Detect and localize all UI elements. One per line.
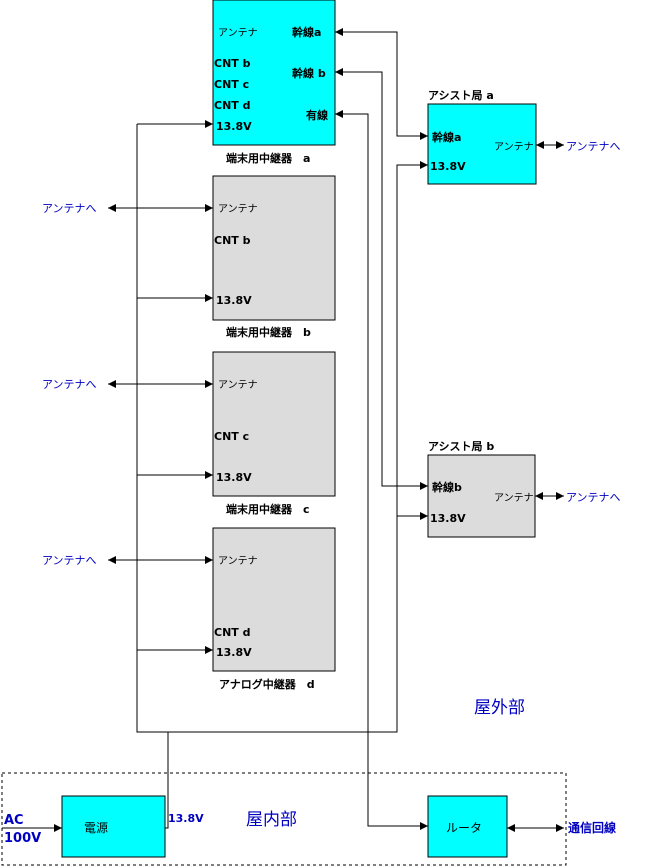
rep-c-cnt: CNT c [214, 430, 249, 443]
rep-b-to-antenna: アンテナへ [42, 202, 97, 215]
rep-a-trunk-a-label: 幹線a [292, 25, 321, 39]
comm-line-label: 通信回線 [568, 820, 616, 835]
power-label: 電源 [84, 821, 108, 835]
assist-b-antenna-label: アンテナ [494, 492, 534, 504]
indoor-boundary [1, 772, 567, 866]
rep-b-cnt: CNT b [214, 234, 251, 247]
rep-a-voltage: 13.8V [216, 120, 252, 133]
rep-d-caption: アナログ中継器 d [219, 677, 315, 691]
router-box [427, 795, 508, 858]
rep-a-caption: 端末用中継器 a [226, 151, 310, 165]
assist-b-to-antenna: アンテナへ [566, 491, 621, 504]
assist-a-to-antenna: アンテナへ [566, 140, 621, 153]
ac-label: AC [4, 813, 24, 828]
power-to-bus [165, 732, 169, 829]
repeater-d-box [212, 527, 336, 672]
trunk-b-line [335, 68, 428, 490]
rep-a-wired-label: 有線 [306, 108, 328, 122]
assist-a-trunk: 幹線a [432, 130, 461, 144]
wired-line [335, 110, 428, 830]
rep-a-trunk-b-label: 幹線 b [292, 66, 326, 80]
repeater-b-box [212, 175, 336, 321]
assist-a-box [427, 103, 537, 185]
rep-d-voltage: 13.8V [216, 646, 252, 659]
repeater-c-box [212, 351, 336, 497]
rep-d-cnt: CNT d [214, 626, 251, 639]
rep-b-voltage: 13.8V [216, 294, 252, 307]
rep-c-to-antenna: アンテナへ [42, 378, 97, 391]
rep-a-cnt-b: CNT b [214, 57, 251, 70]
assist-b-voltage: 13.8V [430, 512, 466, 525]
rep-c-voltage: 13.8V [216, 471, 252, 484]
rep-a-cnt-d: CNT d [214, 99, 251, 112]
assist-a-title: アシスト局 a [428, 89, 494, 102]
rep-a-antenna-label: アンテナ [218, 27, 258, 39]
outdoor-label: 屋外部 [474, 698, 525, 718]
rep-c-antenna-label: アンテナ [218, 379, 258, 391]
rep-d-antenna-label: アンテナ [218, 555, 258, 567]
power-box [61, 795, 166, 858]
assist-b-title: アシスト局 b [428, 440, 494, 453]
rep-a-cnt-c: CNT c [214, 78, 249, 91]
rep-b-antenna-label: アンテナ [218, 203, 258, 215]
assist-a-voltage: 13.8V [430, 160, 466, 173]
assist-a-antenna-label: アンテナ [494, 141, 534, 153]
assist-b-trunk: 幹線b [432, 480, 462, 494]
ac-volt-label: 100V [4, 831, 41, 846]
power-out-voltage: 13.8V [168, 812, 204, 825]
assist-b-box [427, 454, 536, 538]
router-label: ルータ [446, 821, 482, 835]
rep-c-caption: 端末用中継器 c [226, 502, 310, 516]
rep-b-caption: 端末用中継器 b [226, 325, 311, 339]
rep-d-to-antenna: アンテナへ [42, 554, 97, 567]
bus-to-assist-a [396, 161, 428, 169]
indoor-label: 屋内部 [246, 810, 297, 830]
